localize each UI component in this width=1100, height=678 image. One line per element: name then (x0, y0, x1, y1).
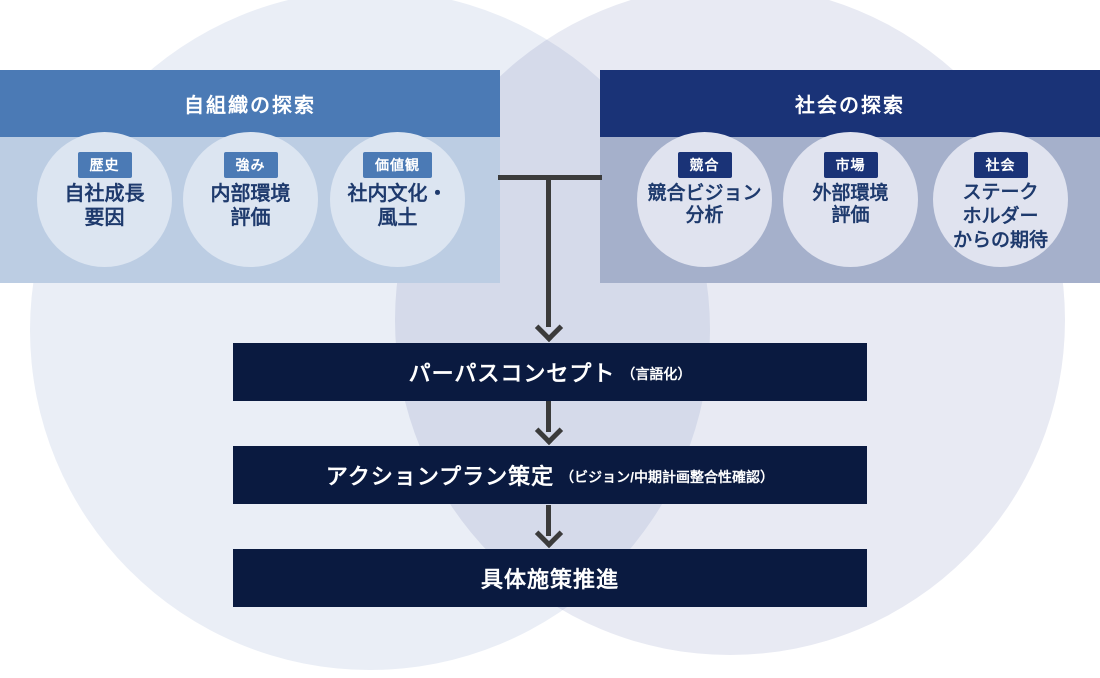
label-company-culture: 社内文化・ 風土 (347, 183, 448, 229)
flow-arrow-line-2 (546, 505, 551, 536)
exploration-circle-society: 社会 ステーク ホルダー からの期待 (933, 132, 1068, 267)
tag-competitors: 競合 (677, 152, 732, 178)
connector-vertical-line (546, 175, 551, 327)
label-internal-environment: 内部環境 評価 (210, 183, 291, 229)
action-plan-label: アクションプラン策定 (325, 464, 555, 489)
label-external-environment: 外部環境 評価 (812, 183, 889, 227)
panel-organization-exploration: 自組織の探索 歴史 自社成長 要因 強み 内部環境 評価 価値観 社内文化・ 風… (0, 70, 500, 283)
concrete-measures-label: 具体施策推進 (480, 567, 619, 592)
panel-society-exploration: 社会の探索 競合 競合ビジョン 分析 市場 外部環境 評価 社会 ステーク ホル… (600, 70, 1100, 283)
exploration-circle-market: 市場 外部環境 評価 (783, 132, 918, 267)
purpose-concept-note: （言語化） (621, 365, 692, 382)
label-company-growth-factors: 自社成長 要因 (64, 183, 145, 229)
exploration-circle-values: 価値観 社内文化・ 風土 (330, 132, 465, 267)
exploration-circle-strengths: 強み 内部環境 評価 (183, 132, 318, 267)
flow-arrow-line-1 (546, 401, 551, 432)
tag-strengths: 強み (223, 152, 278, 178)
tag-history: 歴史 (77, 152, 132, 178)
tag-market: 市場 (823, 152, 878, 178)
purpose-concept-label: パーパスコンセプト (408, 361, 616, 386)
tag-values: 価値観 (363, 152, 432, 178)
action-plan-note: （ビジョン/中期計画整合性確認） (560, 468, 775, 485)
panel-organization-title: 自組織の探索 (0, 70, 500, 137)
flow-box-purpose-concept: パーパスコンセプト （言語化） (233, 343, 867, 401)
label-stakeholder-expectations: ステーク ホルダー からの期待 (952, 182, 1048, 251)
exploration-circle-history: 歴史 自社成長 要因 (37, 132, 172, 267)
flow-box-action-plan: アクションプラン策定 （ビジョン/中期計画整合性確認） (233, 446, 867, 504)
label-competitor-vision-analysis: 競合ビジョン 分析 (647, 183, 762, 227)
exploration-circle-competitors: 競合 競合ビジョン 分析 (637, 132, 772, 267)
panel-society-title: 社会の探索 (600, 70, 1100, 137)
flow-box-concrete-measures: 具体施策推進 (233, 549, 867, 607)
tag-society: 社会 (973, 152, 1028, 178)
